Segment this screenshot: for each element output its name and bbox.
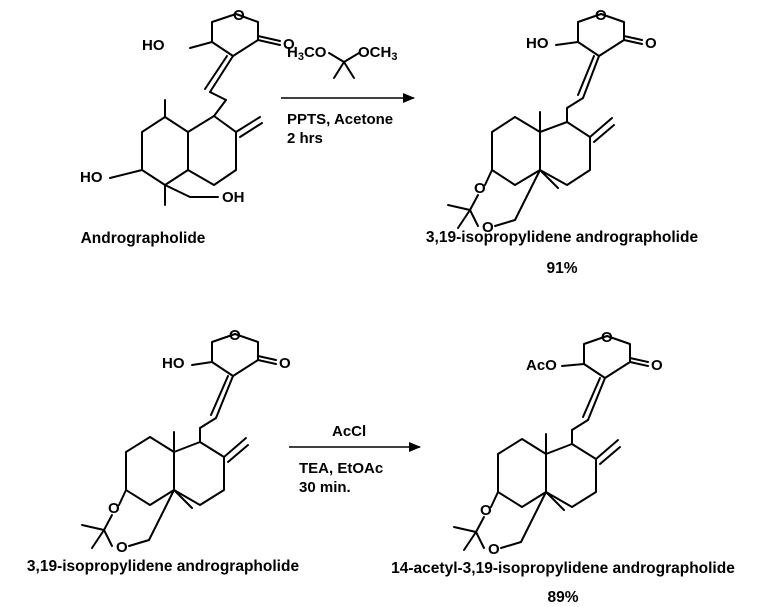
acetyl-isopropylidene-andrographolide-structure [453, 335, 649, 551]
reaction-2-condition-2: 30 min. [299, 479, 351, 496]
andrographolide-carbonyl-oxygen: O [283, 36, 295, 53]
product-2-yield: 89% [547, 589, 578, 606]
product-1-ketal-oxygen-1: O [474, 180, 486, 197]
product-2-ketal-oxygen-2: O [488, 541, 500, 558]
product-1-hydroxyl-14: HO [526, 35, 549, 52]
product-2-lactone-oxygen: O [601, 329, 613, 346]
product-1-name: 3,19-isopropylidene andrographolide [426, 229, 699, 246]
reagent-dimethoxypropane-structure [328, 52, 360, 79]
product-2-carbonyl-oxygen: O [651, 357, 663, 374]
start-2-carbonyl-oxygen: O [279, 355, 291, 372]
start-2-lactone-oxygen: O [229, 327, 241, 344]
product-1-lactone-oxygen: O [595, 7, 607, 24]
andrographolide-hydroxyl-14: HO [142, 37, 165, 54]
product-1-carbonyl-oxygen: O [645, 35, 657, 52]
andrographolide-name: Andrographolide [81, 230, 206, 247]
reaction-1-condition-2: 2 hrs [287, 130, 323, 147]
isopropylidene-andrographolide-structure [447, 13, 643, 229]
reaction-1-condition-1: PPTS, Acetone [287, 111, 393, 128]
start-2-ketal-oxygen-2: O [116, 539, 128, 556]
product-1-ketal-oxygen-2: O [482, 219, 494, 236]
andrographolide-structure [109, 13, 281, 206]
reaction-2-condition-1: TEA, EtOAc [299, 460, 383, 477]
andrographolide-hydroxyl-3: HO [80, 169, 103, 186]
start-2-ketal-oxygen-1: O [108, 500, 120, 517]
andrographolide-hydroxyl-19: OH [222, 189, 245, 206]
isopropylidene-andrographolide-start-structure [81, 333, 277, 549]
start-2-hydroxyl-14: HO [162, 355, 185, 372]
product-2-ketal-oxygen-1: O [480, 502, 492, 519]
andrographolide-lactone-oxygen: O [233, 7, 245, 24]
product-2-name: 14-acetyl-3,19-isopropylidene andrograph… [391, 560, 735, 577]
reagent-right-label: OCH3 [358, 44, 397, 63]
reaction-2-reagent: AcCl [332, 423, 366, 440]
product-2-acetoxy-14: AcO [526, 357, 557, 374]
reagent-left-label: H3CO [287, 44, 327, 63]
product-1-yield: 91% [546, 260, 577, 277]
start-2-name: 3,19-isopropylidene andrographolide [27, 558, 300, 575]
